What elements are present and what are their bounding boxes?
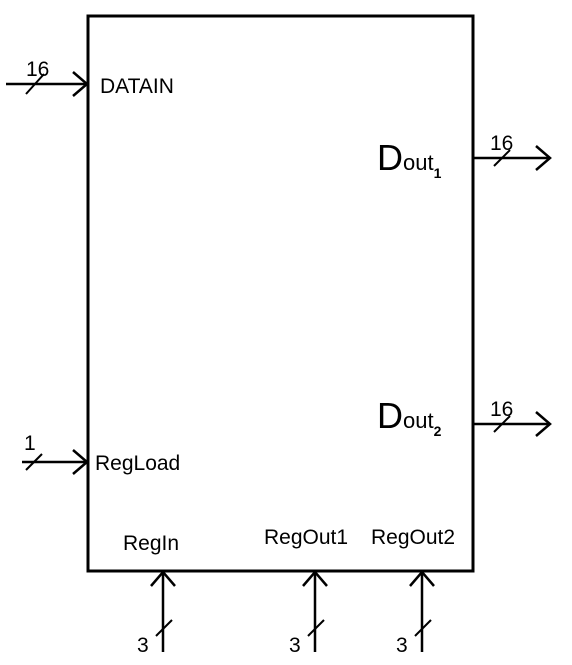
dout1-arrowhead	[535, 145, 552, 171]
dout2-width-label: 16	[490, 398, 513, 421]
register-file-block	[86, 14, 475, 573]
regin-width-label: 3	[137, 634, 149, 657]
regload-label: RegLoad	[95, 452, 180, 475]
dout1-output-bus	[473, 145, 552, 171]
regload-arrowhead	[72, 449, 89, 475]
dout1-width-label: 16	[490, 132, 513, 155]
regout1-input-bus	[302, 570, 328, 652]
datain-width-slash	[25, 73, 45, 95]
regload-width-label: 1	[24, 432, 36, 455]
regout1-width-label: 3	[289, 634, 301, 657]
regout2-arrowhead	[409, 570, 435, 587]
dout2-label: Dout2	[377, 395, 442, 439]
regout1-width-slash	[307, 619, 325, 637]
regout1-label: RegOut1	[264, 526, 348, 549]
regout2-width-slash	[414, 619, 432, 637]
dout2-label-sub: out	[403, 408, 434, 433]
datain-arrowhead	[72, 71, 89, 97]
regout1-arrowhead	[302, 570, 328, 587]
regout2-width-label: 3	[396, 634, 408, 657]
datain-input-bus	[6, 71, 89, 97]
regout2-input-bus	[409, 570, 435, 652]
regout2-label: RegOut2	[371, 526, 455, 549]
dout1-label-index: 1	[434, 165, 442, 181]
dout2-arrowhead	[535, 411, 552, 437]
dout1-label-base: D	[377, 137, 403, 178]
regload-width-slash	[25, 453, 43, 471]
regin-arrowhead	[150, 570, 176, 587]
datain-label: DATAIN	[100, 75, 174, 98]
dout1-label-sub: out	[403, 150, 434, 175]
dout2-width-slash	[493, 415, 511, 433]
regin-input-bus	[150, 570, 176, 652]
dout1-width-slash	[493, 149, 511, 167]
dout2-label-base: D	[377, 395, 403, 436]
datain-width-label: 16	[26, 58, 49, 81]
regin-label: RegIn	[123, 532, 179, 555]
dout1-label: Dout1	[377, 137, 442, 181]
regin-width-slash	[155, 619, 173, 637]
dout2-output-bus	[473, 411, 552, 437]
regload-input-line	[22, 449, 89, 475]
dout2-label-index: 2	[434, 423, 442, 439]
